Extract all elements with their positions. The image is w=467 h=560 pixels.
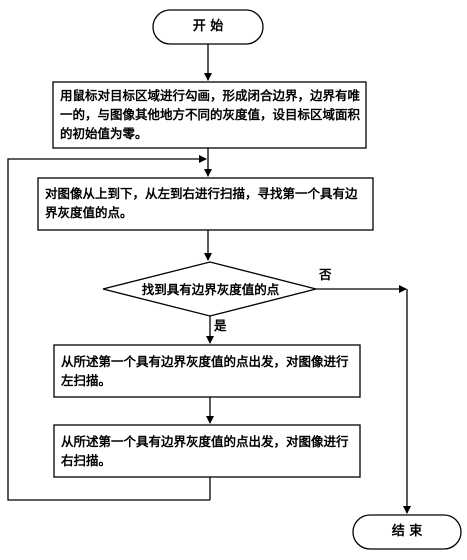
end-label: 结 束: [391, 524, 423, 539]
step4-box: [53, 424, 361, 478]
loop-back-connector: [7, 155, 210, 501]
yes-label: 是: [214, 318, 227, 333]
step3-text: 从所述第一个具有边界灰度值的点出发，对图像进行左扫描。: [61, 354, 349, 388]
step2-text: 对图像从上到下，从左到右进行扫描，寻找第一个具有边界灰度值的点。: [45, 186, 358, 220]
no-label: 否: [319, 267, 332, 282]
step2-box: [37, 177, 374, 231]
step1-box: [52, 81, 367, 149]
step3-box: [53, 344, 361, 398]
step1-text: 用鼠标对目标区域进行勾画，形成闭合边界，边界有唯一的，与图像其他地方不同的灰度值…: [60, 88, 361, 141]
decision-text: 找到具有边界灰度值的点: [141, 282, 280, 297]
step4-text: 从所述第一个具有边界灰度值的点出发，对图像进行右扫描。: [61, 434, 349, 468]
end-terminal: [352, 514, 462, 550]
start-label: 开 始: [192, 19, 224, 34]
